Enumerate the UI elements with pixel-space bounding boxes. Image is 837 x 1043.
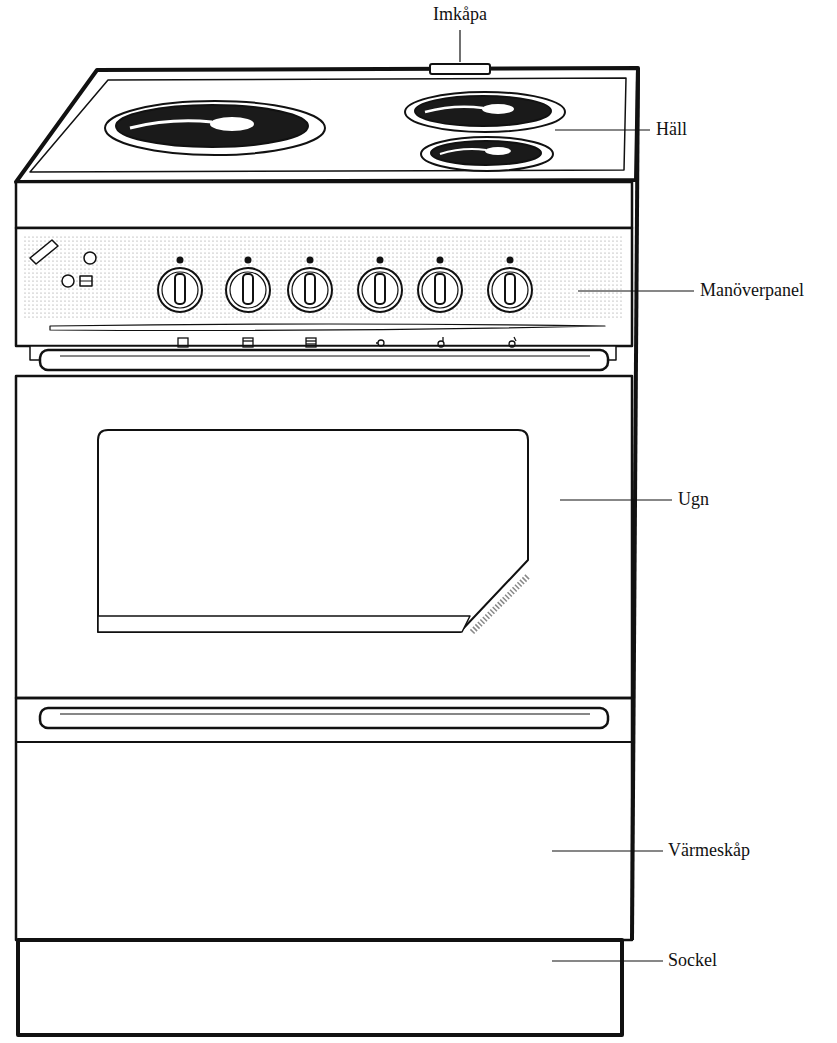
- part-label: Ugn: [677, 490, 710, 510]
- part-label: Imkåpa: [432, 5, 488, 25]
- part-label: Sockel: [667, 951, 718, 971]
- part-label: Värmeskåp: [667, 841, 751, 861]
- leader-lines: [460, 30, 694, 961]
- part-label: Manöverpanel: [699, 281, 805, 301]
- part-label: Häll: [655, 120, 688, 140]
